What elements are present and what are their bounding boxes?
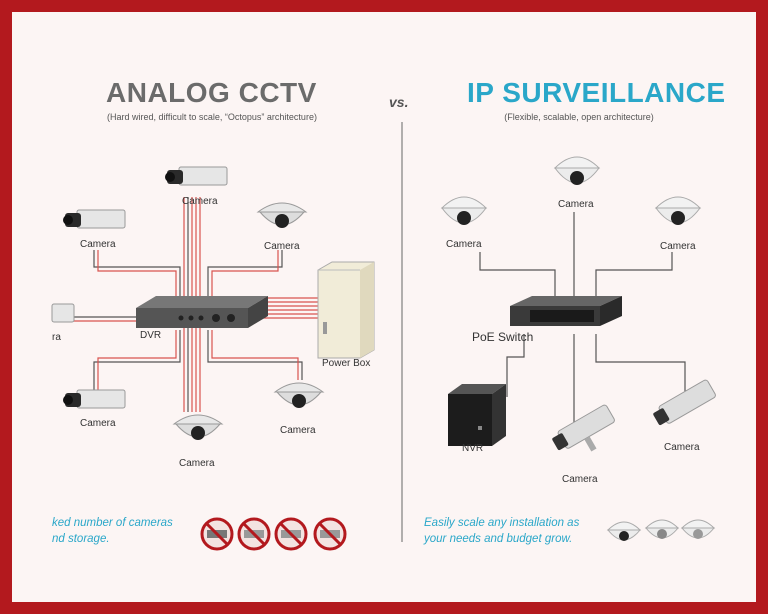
dome-camera-lower-right (273, 382, 325, 408)
wire-bundle-vertical-bottom (183, 327, 201, 412)
vs-label: vs. (389, 94, 409, 110)
no-symbols (200, 517, 347, 551)
label-analog-camera-lower-right: Camera (280, 425, 316, 436)
poe-switch-device (510, 296, 622, 326)
footer-dome-cameras (606, 519, 716, 541)
analog-wiring (72, 197, 318, 412)
no-symbol-3 (274, 517, 308, 551)
label-analog-camera-top: Camera (182, 196, 218, 207)
ip-bullet-camera-bottom (552, 404, 615, 452)
label-analog-camera-upper-right: Camera (264, 241, 300, 252)
analog-footer-line-1: ked number of cameras (52, 517, 173, 529)
ip-wiring (479, 212, 686, 422)
label-poe-switch: PoE Switch (472, 330, 534, 344)
label-dvr: DVR (140, 330, 162, 341)
power-box (317, 261, 375, 359)
label-ip-camera-lower-right: Camera (664, 442, 700, 453)
nvr-device (448, 384, 506, 446)
ip-title: IP SURVEILLANCE (467, 77, 726, 108)
label-analog-camera-left-cut: ra (52, 332, 61, 343)
analog-footer: ked number of cameras nd storage. (52, 515, 173, 547)
analog-title: ANALOG CCTV (106, 77, 317, 108)
label-ip-camera-right: Camera (660, 241, 696, 252)
box-camera-top (165, 166, 228, 186)
footer-dome-3 (680, 519, 716, 539)
footer-dome-1 (606, 521, 642, 541)
ip-subtitle: (Flexible, scalable, open architecture) (504, 112, 654, 122)
ip-dome-camera-left (440, 196, 488, 225)
dvr-device (136, 296, 268, 328)
infographic-frame: ANALOG CCTV (Hard wired, difficult to sc… (12, 12, 756, 602)
dome-camera-bottom (172, 414, 224, 440)
label-analog-camera-upper-left: Camera (80, 239, 116, 250)
no-symbol-4 (313, 517, 347, 551)
analog-subtitle: (Hard wired, difficult to scale, “Octopu… (107, 112, 317, 122)
ip-footer: Easily scale any installation as your ne… (424, 515, 579, 547)
dome-camera-upper-right (256, 202, 308, 228)
label-ip-camera-bottom: Camera (562, 474, 598, 485)
no-symbol-1 (200, 517, 234, 551)
footer-dome-2 (644, 519, 680, 539)
ip-bullet-camera-lower-right (653, 379, 716, 425)
ip-footer-line-2: your needs and budget grow. (424, 533, 573, 545)
ip-dome-camera-right (654, 196, 702, 225)
label-power-box: Power Box (322, 358, 371, 369)
label-nvr: NVR (462, 443, 484, 454)
box-camera-upper-left (63, 209, 126, 229)
label-analog-camera-lower-left: Camera (80, 418, 116, 429)
ip-footer-line-1: Easily scale any installation as (424, 517, 580, 529)
no-symbol-2 (237, 517, 271, 551)
analog-footer-line-2: nd storage. (52, 533, 110, 545)
ip-dome-camera-top (553, 156, 601, 185)
wire-bundle-vertical-top (183, 197, 201, 302)
wire-bundle-power (262, 297, 318, 319)
label-ip-camera-top: Camera (558, 199, 594, 210)
box-camera-lower-left (63, 389, 126, 409)
label-analog-camera-bottom: Camera (179, 458, 215, 469)
diagram-graphics (51, 122, 716, 551)
box-camera-left-cut (51, 303, 75, 323)
label-ip-camera-left: Camera (446, 239, 482, 250)
